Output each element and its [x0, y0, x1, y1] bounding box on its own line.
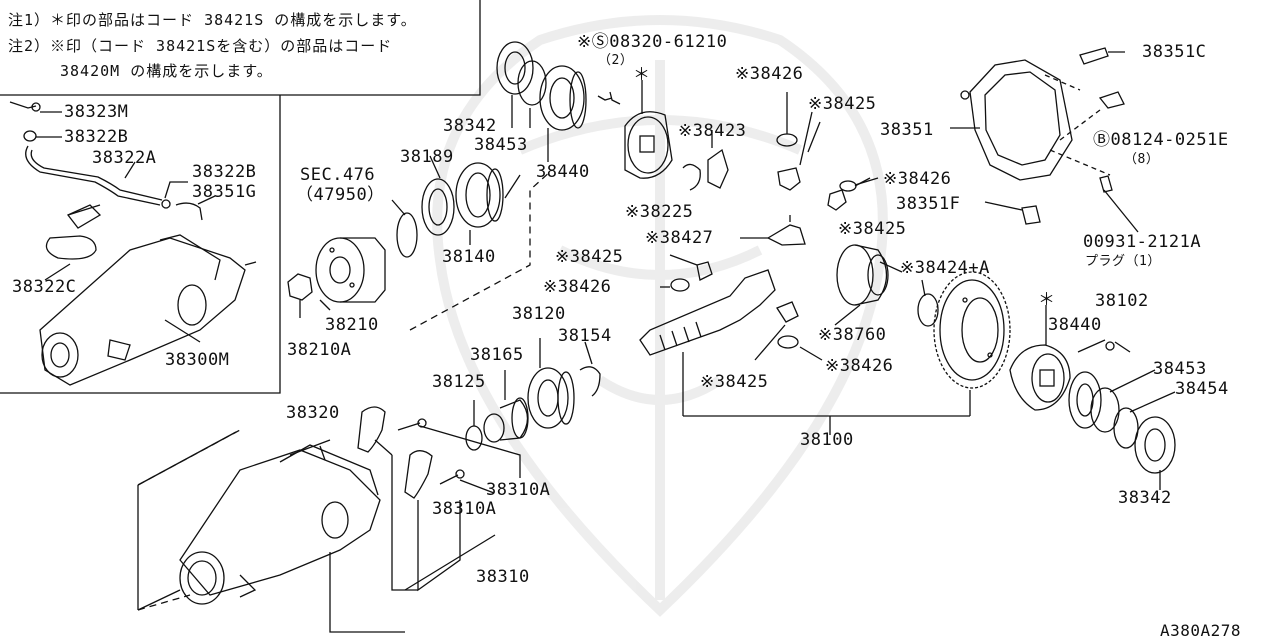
label-38210A[interactable]: 38210A [287, 340, 352, 360]
ring-gear [917, 271, 1011, 389]
note-1: 注1）＊印の部品はコード 38421S の構成を示します。 [8, 11, 417, 29]
label-38323M[interactable]: 38323M [64, 102, 129, 122]
label-38300M[interactable]: 38300M [165, 350, 230, 370]
rear-cover [950, 47, 1139, 233]
pinion-rear-bearings [465, 338, 601, 451]
label-38760[interactable]: ※38760 [818, 325, 887, 345]
label-38453-top[interactable]: 38453 [474, 135, 528, 155]
label-38425-c[interactable]: ※38425 [555, 247, 624, 267]
label-38102[interactable]: 38102 [1095, 291, 1149, 311]
label-38423[interactable]: ※38423 [678, 121, 747, 141]
label-sec476[interactable]: SEC.476 [300, 165, 376, 185]
label-38100[interactable]: 38100 [800, 430, 854, 450]
label-38426-c[interactable]: ※38426 [543, 277, 612, 297]
label-38322B-a[interactable]: 38322B [64, 127, 129, 147]
main-diff-carrier [137, 429, 381, 611]
breather-assembly [9, 101, 216, 281]
label-38454[interactable]: 38454 [1175, 379, 1229, 399]
label-38320[interactable]: 38320 [286, 403, 340, 423]
label-38440-top[interactable]: 38440 [536, 162, 590, 182]
note-2: 注2）※印（コード 38421Sを含む）の部品はコード [8, 37, 393, 55]
label-38351G[interactable]: 38351G [192, 182, 257, 202]
label-38342-right[interactable]: 38342 [1118, 488, 1172, 508]
label-38425-b[interactable]: ※38425 [838, 219, 907, 239]
pinion-bearings [396, 162, 553, 331]
label-38322B-b[interactable]: 38322B [192, 162, 257, 182]
leader-lines [319, 121, 926, 461]
label-38351[interactable]: 38351 [880, 120, 934, 140]
label-38322A[interactable]: 38322A [92, 148, 157, 168]
label-38140[interactable]: 38140 [442, 247, 496, 267]
label-38310A-a[interactable]: 38310A [486, 480, 551, 500]
label-38125[interactable]: 38125 [432, 372, 486, 392]
label-38189[interactable]: 38189 [400, 147, 454, 167]
label-star-top: ＊ [633, 65, 651, 85]
label-38310[interactable]: 38310 [476, 567, 530, 587]
label-38310A-b[interactable]: 38310A [432, 499, 497, 519]
label-38225[interactable]: ※38225 [625, 202, 694, 222]
label-38351C[interactable]: 38351C [1142, 42, 1207, 62]
label-38426-a[interactable]: ※38426 [735, 64, 804, 84]
label-38342-top[interactable]: 38342 [443, 116, 497, 136]
label-08124-qty: （8） [1124, 152, 1160, 167]
label-38120[interactable]: 38120 [512, 304, 566, 324]
top-bearings [496, 41, 587, 162]
label-star-right: ＊ [1038, 290, 1056, 310]
bearing-caps [357, 406, 465, 499]
label-38425-a[interactable]: ※38425 [808, 94, 877, 114]
diff-case-top [597, 80, 673, 179]
label-47950: （47950） [296, 185, 385, 205]
label-38453-right[interactable]: 38453 [1153, 359, 1207, 379]
label-00931-2121A[interactable]: 00931-2121A [1083, 232, 1202, 252]
diagram-code: A380A278 [1160, 621, 1242, 640]
drive-pinion [639, 269, 971, 435]
label-08320-qty: （2） [598, 53, 634, 68]
watermark-logo [432, 15, 888, 617]
label-38440-right[interactable]: 38440 [1048, 315, 1102, 335]
pinion-mates [660, 92, 879, 361]
label-08124-0251E[interactable]: Ⓑ08124-0251E [1093, 130, 1229, 150]
label-plug-qty: プラグ（1） [1085, 254, 1161, 269]
label-38210[interactable]: 38210 [325, 315, 379, 335]
right-diff-case [1009, 305, 1176, 490]
companion-flange [287, 237, 386, 318]
label-38424A[interactable]: ※38424+A [900, 258, 990, 278]
label-38351F[interactable]: 38351F [896, 194, 961, 214]
note-3: 38420M の構成を示します。 [60, 62, 273, 80]
notes-box-border [0, 0, 481, 96]
label-08320-61210[interactable]: ※Ⓢ08320-61210 [577, 32, 728, 52]
leader-38310 [329, 425, 521, 633]
pinion-spacer [834, 244, 889, 326]
label-38425-d[interactable]: ※38425 [700, 372, 769, 392]
inset-diff-housing [39, 234, 257, 386]
side-gear-set [682, 130, 729, 191]
label-38427[interactable]: ※38427 [645, 228, 714, 248]
label-38426-d[interactable]: ※38426 [825, 356, 894, 376]
label-38154[interactable]: 38154 [558, 326, 612, 346]
label-38322C[interactable]: 38322C [12, 277, 77, 297]
label-38165[interactable]: 38165 [470, 345, 524, 365]
label-38426-b[interactable]: ※38426 [883, 169, 952, 189]
inset-box-border [0, 95, 281, 394]
